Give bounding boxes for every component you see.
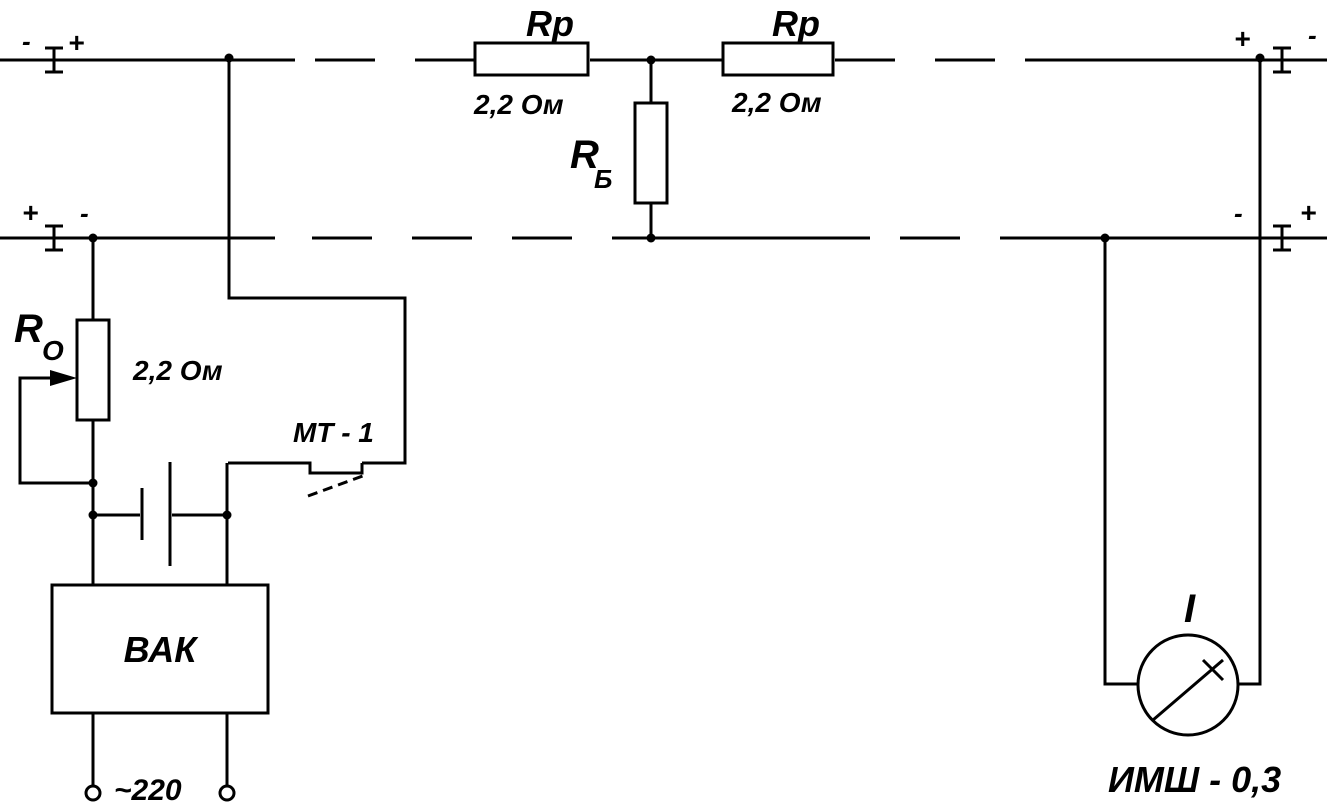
polarity-mark: + bbox=[1234, 23, 1250, 54]
polarity-mark: + bbox=[1300, 197, 1316, 228]
meter-label: ИМШ - 0,3 bbox=[1108, 759, 1281, 800]
supply-terminal bbox=[218, 784, 236, 802]
polarity-mark: - bbox=[1234, 198, 1243, 228]
polarity-mark: - bbox=[1308, 20, 1317, 50]
insulating-joint-bottom-right bbox=[1273, 224, 1291, 252]
resistor-rb-label: R bbox=[570, 133, 599, 177]
resistor-ro-subscript: О bbox=[42, 335, 64, 366]
polarity-mark: + bbox=[22, 197, 38, 228]
meter-symbol: I bbox=[1184, 587, 1196, 631]
resistor-ro-value: 2,2 Ом bbox=[132, 355, 223, 386]
switch-label: МТ - 1 bbox=[293, 417, 374, 448]
arrow-icon bbox=[50, 370, 77, 386]
polarity-mark: - bbox=[80, 198, 89, 228]
polarity-mark: + bbox=[68, 27, 84, 58]
resistor-rb bbox=[633, 101, 669, 205]
insulating-joint-top-left bbox=[45, 46, 63, 74]
rectifier-label: ВАК bbox=[124, 629, 200, 670]
polarity-mark: - bbox=[22, 26, 31, 56]
supply-terminal bbox=[84, 784, 102, 802]
resistor-ro bbox=[75, 318, 111, 422]
resistor-rp-right-label: Rp bbox=[772, 3, 820, 44]
resistor-rp-left bbox=[473, 41, 590, 77]
resistor-rb-subscript: Б bbox=[594, 164, 612, 194]
insulating-joint-top-right bbox=[1273, 46, 1291, 74]
insulating-joint-bottom-left bbox=[45, 224, 63, 252]
resistor-ro-label: R bbox=[14, 307, 43, 351]
supply-label: ~220 bbox=[114, 774, 182, 804]
resistor-rp-right bbox=[721, 41, 835, 77]
rectifier-box bbox=[50, 583, 270, 715]
ammeter-imsh bbox=[1136, 633, 1240, 737]
resistor-rp-right-value: 2,2 Ом bbox=[731, 87, 822, 118]
switch-mt1 bbox=[228, 461, 369, 498]
resistor-rp-left-label: Rp bbox=[526, 3, 574, 44]
resistor-rp-left-value: 2,2 Ом bbox=[473, 89, 564, 120]
